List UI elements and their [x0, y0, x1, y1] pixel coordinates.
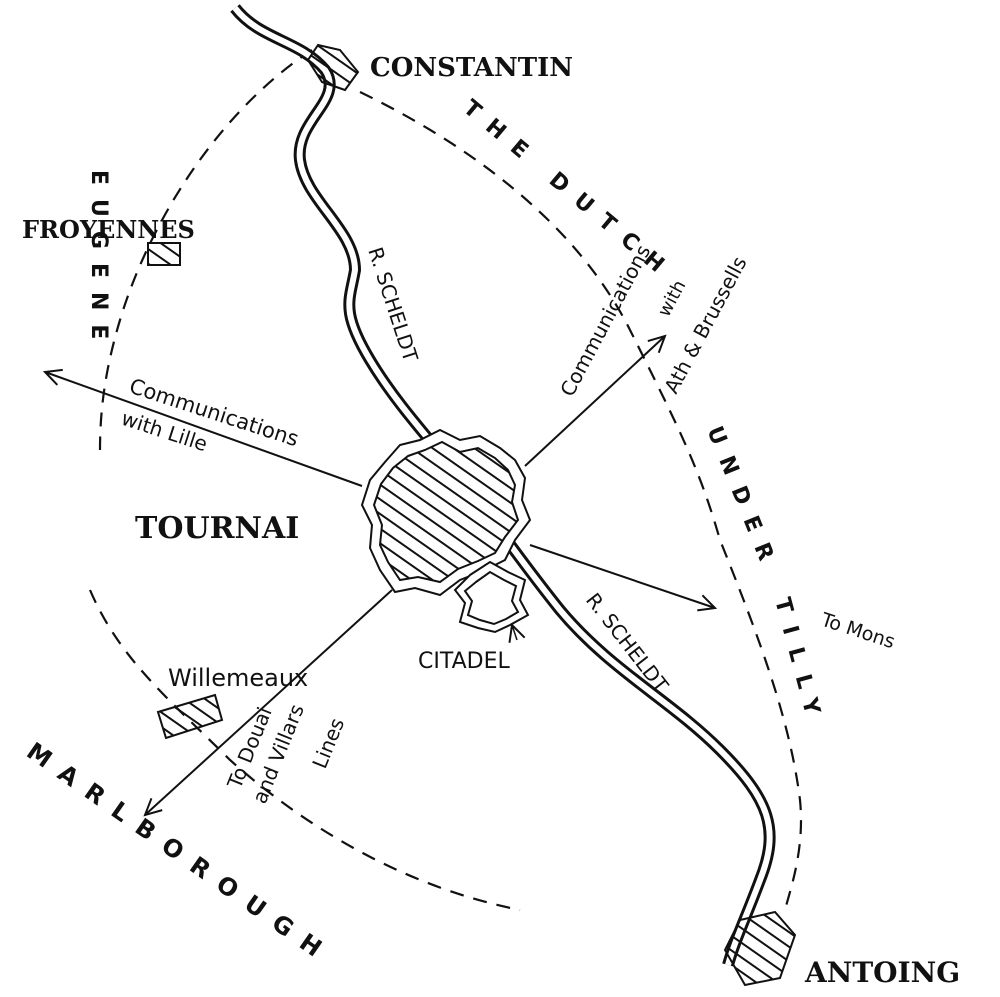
- label-willemeaux: Willemeaux: [168, 664, 308, 692]
- willemeaux-icon: [156, 693, 224, 740]
- label-antoing: ANTOING: [804, 956, 960, 989]
- route-lille-arrow: [45, 372, 363, 487]
- label-tournai: TOURNAI: [135, 511, 299, 546]
- label-marlborough: MARLBOROUGH: [22, 737, 339, 970]
- dutch-line: [359, 91, 803, 911]
- citadel-icon: [453, 560, 530, 640]
- tournai-town-icon: [360, 428, 532, 597]
- label-constantin: CONSTANTIN: [370, 53, 573, 83]
- label-froyennes: FROYENNES: [22, 215, 195, 244]
- eugene-line: [98, 49, 313, 451]
- label-eugene: EUGENE: [86, 170, 111, 353]
- label-under: UNDER: [701, 423, 783, 577]
- marlborough-line: [88, 589, 521, 912]
- label-river-upper: R. SCHELDT: [363, 244, 423, 365]
- label-ath-1: Communications: [555, 241, 655, 401]
- froyennes-icon: [147, 242, 181, 266]
- label-douai-3: Lines: [307, 715, 349, 772]
- route-ath-arrow: [524, 336, 665, 467]
- route-douai-arrow: [145, 589, 393, 815]
- label-tilly: TILLY: [769, 595, 828, 731]
- label-citadel: CITADEL: [418, 649, 510, 674]
- label-mons: To Mons: [818, 609, 898, 654]
- route-mons-arrow: [529, 544, 715, 608]
- antoing-icon: [723, 910, 797, 987]
- constantin-icon: [306, 43, 360, 92]
